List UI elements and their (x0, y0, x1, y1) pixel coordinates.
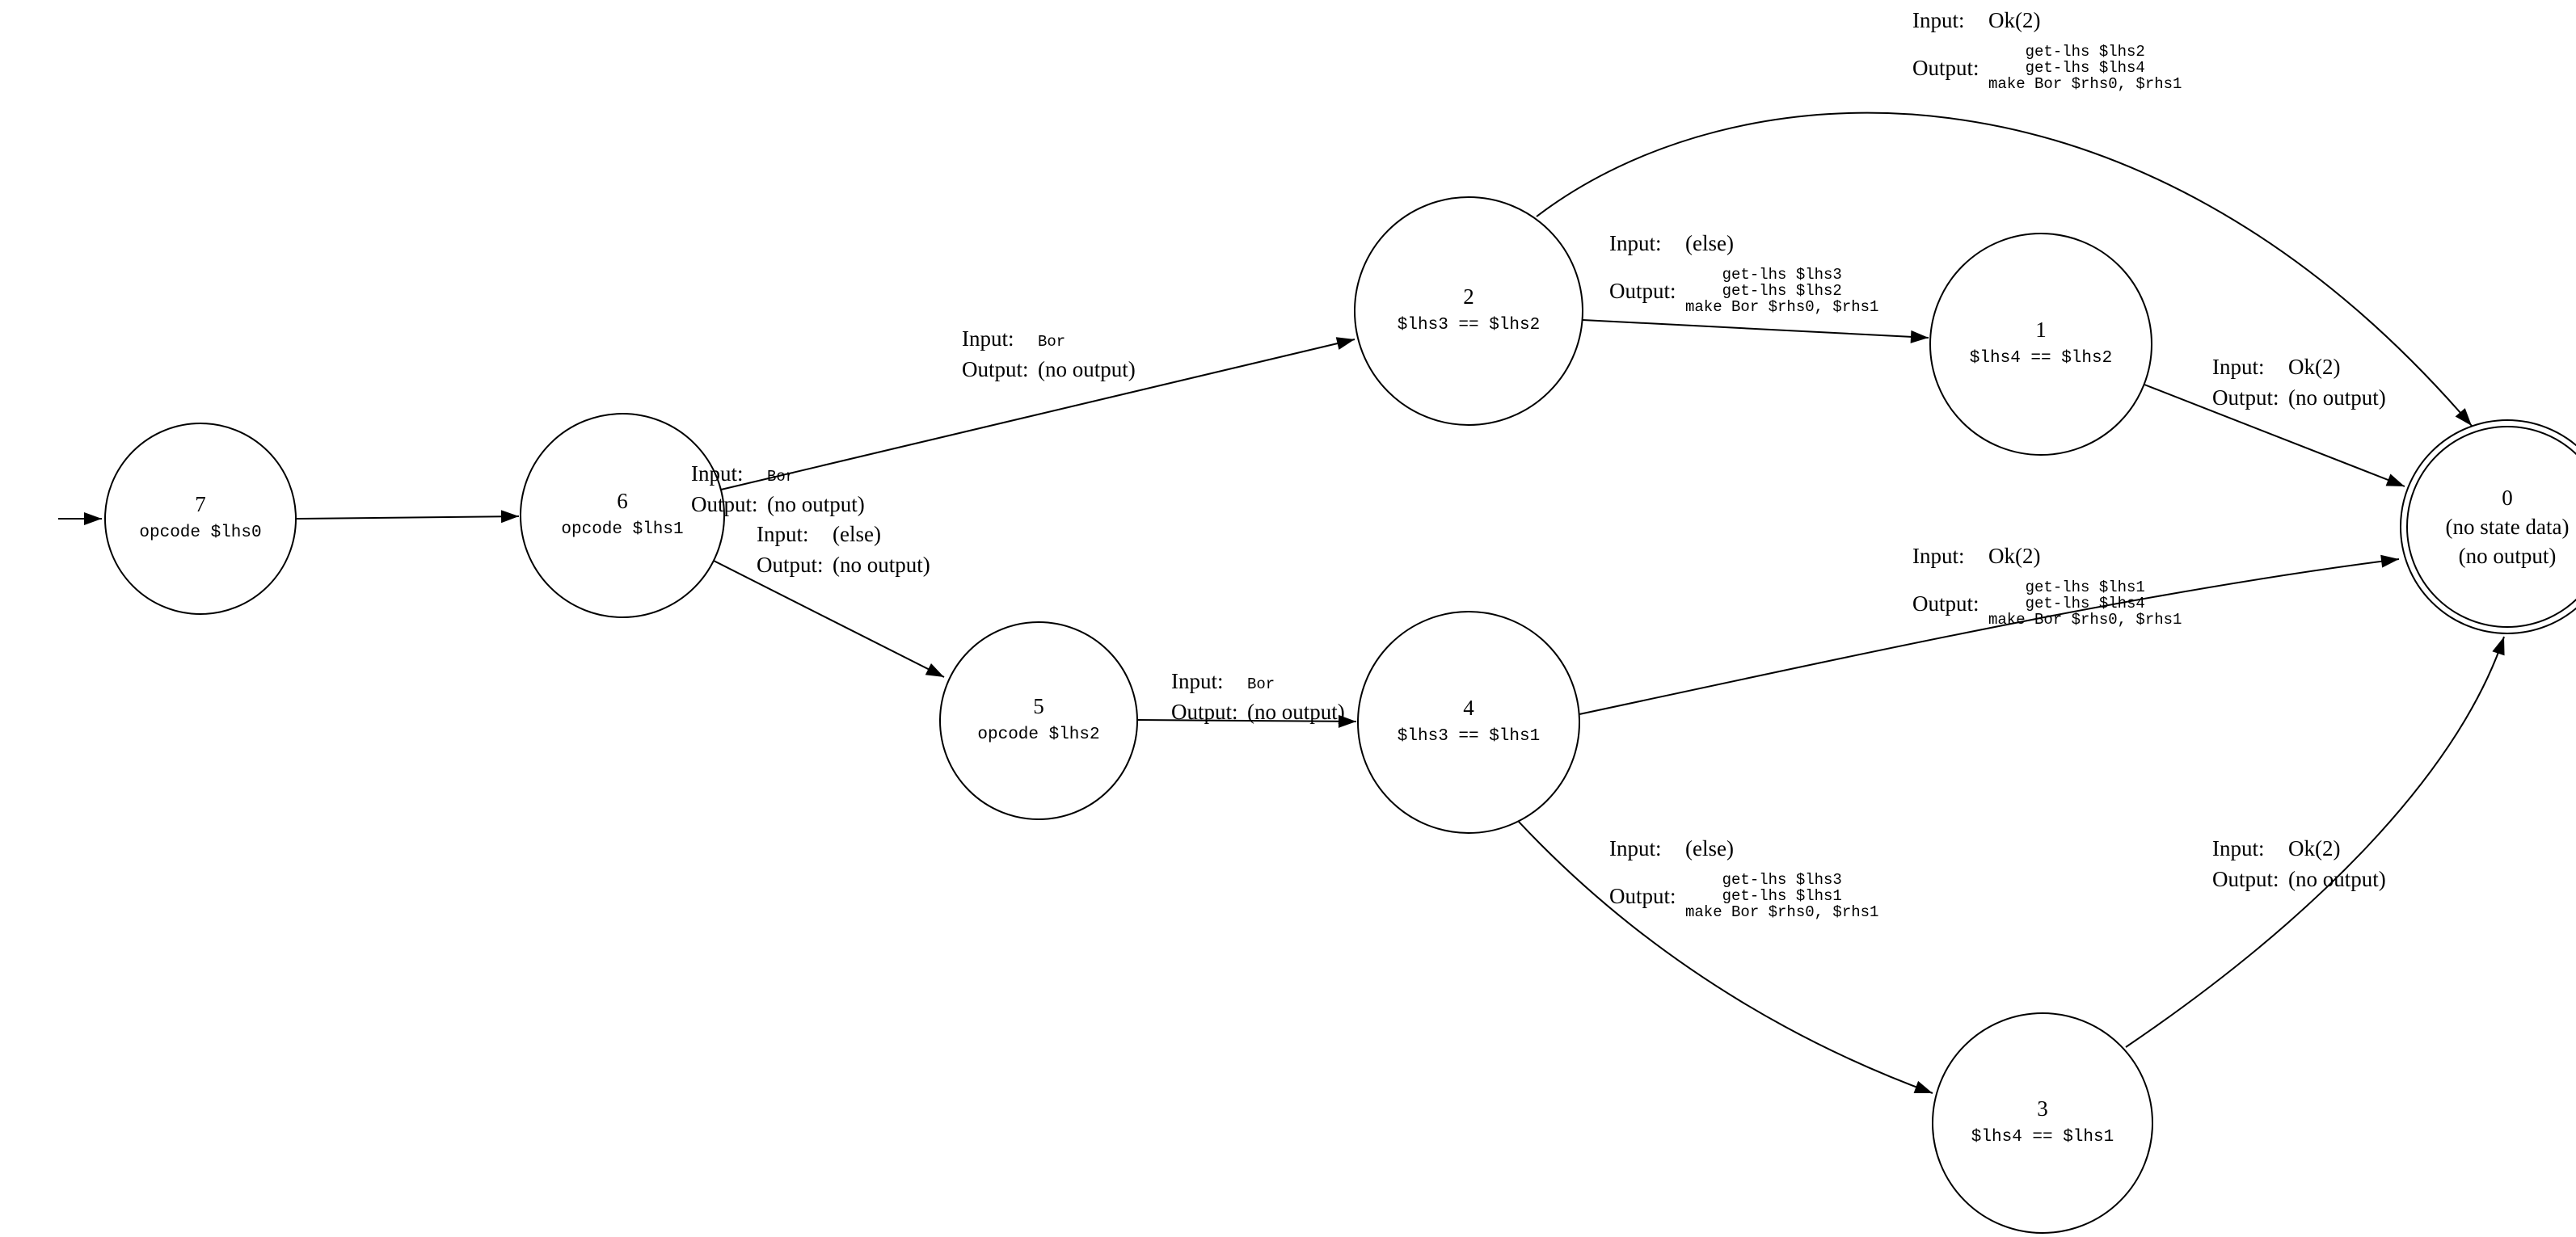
input-key: Input: (2212, 836, 2265, 860)
state-3-id: 3 (2037, 1096, 2048, 1121)
input-value: Ok(2) (1988, 544, 2041, 568)
input-value: (else) (1685, 836, 1734, 860)
input-key: Input: (1912, 8, 1965, 32)
state-2-circle (1354, 196, 1583, 426)
input-value: (else) (1685, 231, 1734, 255)
edge-1-0-label: Input: Ok(2) Output: (no output) (2212, 355, 2386, 416)
edge-7-6-label: Input: Bor Output: (no output) (691, 461, 865, 523)
state-4-circle (1357, 611, 1580, 834)
output-value: (no output) (1247, 700, 1345, 724)
edge-7-to-6 (295, 510, 520, 524)
output-value: (no output) (2288, 867, 2386, 891)
state-6-id: 6 (617, 489, 628, 513)
state-3-label: 3 $lhs4 == $lhs1 (1971, 1094, 2114, 1152)
output-value: (no output) (2288, 385, 2386, 410)
state-6-circle (520, 413, 725, 618)
state-1-circle (1929, 233, 2152, 456)
input-value: Bor (767, 468, 795, 486)
output-key: Output: (1912, 591, 1979, 616)
state-0-outer-circle (2400, 419, 2576, 634)
output-key: Output: (2212, 385, 2279, 410)
output-value: (no output) (833, 553, 930, 577)
state-7-label: 7 opcode $lhs0 (139, 490, 261, 548)
output-key: Output: (962, 357, 1029, 381)
state-7-detail: opcode $lhs0 (139, 524, 262, 542)
edge-2-1-label: Input: (else) Output: get-lhs $lhs3 get-… (1609, 231, 1878, 315)
state-1-id: 1 (2035, 318, 2047, 342)
output-key: Output: (1171, 700, 1238, 724)
output-key: Output: (1912, 55, 1979, 80)
state-4-detail: $lhs3 == $lhs1 (1397, 727, 1541, 746)
input-key: Input: (2212, 355, 2265, 379)
edge-5-to-4 (1136, 714, 1357, 728)
edge-4-0-label: Input: Ok(2) Output: get-lhs $lhs1 get-l… (1912, 544, 2182, 628)
state-6-label: 6 opcode $lhs1 (561, 486, 683, 545)
input-key: Input: (1609, 836, 1662, 860)
output-value: get-lhs $lhs3 get-lhs $lhs2 make Bor $rh… (1685, 266, 1879, 316)
output-key: Output: (2212, 867, 2279, 891)
state-5-id: 5 (1033, 694, 1044, 718)
output-value: get-lhs $lhs2 get-lhs $lhs4 make Bor $rh… (1988, 43, 2182, 93)
edge-6-to-2 (720, 337, 1355, 490)
state-5-label: 5 opcode $lhs2 (977, 692, 1099, 750)
input-value: Ok(2) (2288, 355, 2341, 379)
state-3-detail: $lhs4 == $lhs1 (1971, 1128, 2114, 1147)
input-key: Input: (962, 326, 1014, 351)
edge-2-0-label: Input: Ok(2) Output: get-lhs $lhs2 get-l… (1912, 8, 2182, 92)
output-value: (no output) (767, 492, 865, 516)
input-key: Input: (757, 522, 809, 546)
edge-1-to-0 (2144, 384, 2405, 487)
state-2-id: 2 (1463, 284, 1474, 309)
input-key: Input: (691, 461, 744, 486)
edge-3-0-label: Input: Ok(2) Output: (no output) (2212, 836, 2386, 898)
edge-4-to-0 (1579, 554, 2400, 715)
state-0-label: 0 (no state data) (no output) (2446, 483, 2570, 570)
state-1-label: 1 $lhs4 == $lhs2 (1970, 315, 2112, 373)
output-key: Output: (1609, 883, 1676, 908)
edge-2-to-0 (1536, 111, 2473, 427)
edge-4-3-label: Input: (else) Output: get-lhs $lhs3 get-… (1609, 836, 1878, 920)
input-key: Input: (1609, 231, 1662, 255)
state-0-detail2: (no output) (2458, 544, 2557, 568)
edge-6-to-5 (713, 560, 945, 678)
edge-6-2-label: Input: Bor Output: (no output) (962, 326, 1136, 388)
output-key: Output: (691, 492, 758, 516)
state-5-detail: opcode $lhs2 (977, 726, 1100, 744)
state-2-detail: $lhs3 == $lhs2 (1397, 316, 1541, 334)
state-0-detail: (no state data) (2445, 515, 2570, 539)
state-3-circle (1932, 1012, 2153, 1234)
input-value: (else) (833, 522, 881, 546)
state-4-label: 4 $lhs3 == $lhs1 (1398, 693, 1540, 751)
state-2-label: 2 $lhs3 == $lhs2 (1398, 282, 1540, 340)
input-value: Ok(2) (1988, 8, 2041, 32)
state-6-detail: opcode $lhs1 (561, 520, 684, 539)
edge-6-5-label: Input: (else) Output: (no output) (757, 522, 930, 583)
output-value: get-lhs $lhs3 get-lhs $lhs1 make Bor $rh… (1685, 871, 1879, 921)
edge-2-to-1 (1582, 319, 1929, 343)
edge-4-to-3 (1517, 820, 1933, 1094)
input-key: Input: (1171, 669, 1224, 693)
state-0-id: 0 (2502, 486, 2513, 510)
input-value: Ok(2) (2288, 836, 2341, 860)
input-value: Bor (1247, 675, 1275, 693)
output-key: Output: (757, 553, 824, 577)
edge-5-4-label: Input: Bor Output: (no output) (1171, 669, 1345, 730)
output-key: Output: (1609, 278, 1676, 303)
state-1-detail: $lhs4 == $lhs2 (1969, 349, 2113, 368)
output-value: get-lhs $lhs1 get-lhs $lhs4 make Bor $rh… (1988, 579, 2182, 629)
input-key: Input: (1912, 544, 1965, 568)
edge-3-to-0 (2125, 636, 2505, 1048)
output-value: (no output) (1038, 357, 1136, 381)
state-7-id: 7 (195, 492, 206, 516)
state-4-id: 4 (1463, 696, 1474, 720)
input-value: Bor (1038, 333, 1066, 351)
state-0-inner-circle (2406, 426, 2576, 628)
